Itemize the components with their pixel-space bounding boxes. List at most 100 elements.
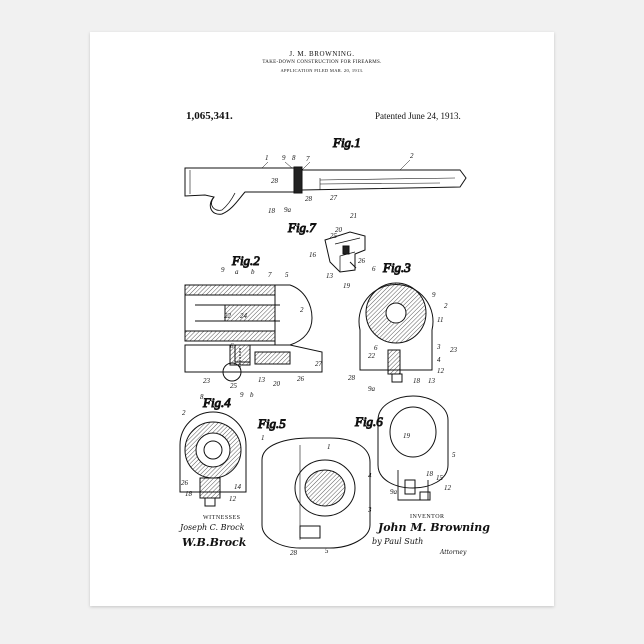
witnesses-label: WITNESSES — [203, 515, 241, 521]
svg-text:9: 9 — [221, 266, 225, 274]
fig3-end-view-drawing — [358, 282, 434, 383]
svg-text:22: 22 — [224, 312, 232, 320]
fig4-label: Fig.4 — [202, 395, 231, 410]
fig6-label: Fig.6 — [354, 414, 383, 429]
svg-text:25: 25 — [330, 232, 338, 240]
fig1-reference-numbers: 1 9 8 7 2 28 18 9a 28 27 — [265, 152, 414, 215]
svg-text:19: 19 — [343, 282, 351, 290]
fig5-block-drawing — [261, 437, 371, 549]
svg-text:13: 13 — [258, 376, 266, 384]
svg-text:12: 12 — [437, 367, 445, 375]
fig1-leader-lines — [261, 159, 411, 171]
svg-text:5: 5 — [285, 271, 289, 279]
svg-text:5: 5 — [325, 547, 329, 555]
svg-text:26: 26 — [358, 257, 366, 265]
svg-text:26: 26 — [297, 375, 305, 383]
svg-text:b: b — [250, 391, 254, 399]
fig6-reference-numbers: 19 18 9a 15 12 5 — [390, 432, 456, 496]
header-inventor-name: J. M. BROWNING. — [289, 50, 355, 58]
svg-text:28: 28 — [305, 195, 313, 203]
fig2-section-drawing — [184, 284, 323, 382]
fig7-label: Fig.7 — [287, 220, 316, 235]
patent-number: 1,065,341. — [186, 110, 233, 122]
fig6-ring-drawing — [377, 395, 449, 501]
svg-text:7: 7 — [306, 155, 310, 163]
svg-text:18: 18 — [185, 490, 193, 498]
svg-text:26: 26 — [181, 479, 189, 487]
svg-text:28: 28 — [290, 549, 298, 557]
svg-text:a: a — [235, 268, 239, 276]
svg-text:27: 27 — [330, 194, 338, 202]
svg-text:12: 12 — [229, 495, 237, 503]
witness-signature-1: Joseph C. Brock — [180, 523, 245, 532]
fig7-reference-numbers: 21 20 25 16 26 13 19 — [309, 212, 366, 290]
witness-signature-2: W.B.Brock — [182, 536, 247, 549]
svg-text:1: 1 — [265, 154, 269, 162]
svg-text:b: b — [251, 268, 255, 276]
svg-text:9a: 9a — [368, 385, 376, 393]
inventor-label: INVENTOR — [410, 514, 445, 520]
svg-text:8: 8 — [292, 154, 296, 162]
svg-text:6: 6 — [374, 344, 378, 352]
svg-text:19: 19 — [403, 432, 411, 440]
fig2-reference-numbers: 9 a b 7 5 2 22 24 6 27 23 25 13 20 26 9 b — [203, 266, 323, 399]
svg-text:15: 15 — [436, 474, 444, 482]
fig4-end-view-drawing — [179, 411, 247, 507]
svg-text:23: 23 — [203, 377, 211, 385]
svg-text:20: 20 — [273, 380, 281, 388]
svg-text:2: 2 — [300, 306, 304, 314]
svg-text:8: 8 — [200, 393, 204, 401]
svg-text:22: 22 — [368, 352, 376, 360]
svg-text:2: 2 — [182, 409, 186, 417]
patent-date: Patented June 24, 1913. — [375, 111, 461, 121]
svg-text:9a: 9a — [284, 206, 292, 214]
svg-text:1: 1 — [327, 443, 331, 451]
svg-text:6: 6 — [230, 342, 234, 350]
svg-text:5: 5 — [452, 451, 456, 459]
svg-text:3: 3 — [436, 343, 441, 351]
fig3-label: Fig.3 — [382, 260, 411, 275]
fig7-part-drawing — [324, 231, 366, 273]
svg-text:13: 13 — [326, 272, 334, 280]
fig1-rifle-drawing — [184, 166, 467, 215]
attorney-label: Attorney — [440, 549, 467, 556]
svg-text:4: 4 — [437, 356, 441, 364]
svg-text:14: 14 — [234, 483, 242, 491]
svg-text:18: 18 — [426, 470, 434, 478]
svg-text:9: 9 — [282, 154, 286, 162]
svg-text:20: 20 — [335, 226, 343, 234]
svg-text:11: 11 — [437, 316, 443, 324]
svg-text:6: 6 — [372, 265, 376, 273]
svg-text:9: 9 — [240, 391, 244, 399]
fig1-label: Fig.1 — [332, 135, 361, 150]
header-title: TAKE-DOWN CONSTRUCTION FOR FIREARMS. — [262, 60, 382, 65]
svg-text:28: 28 — [271, 177, 279, 185]
svg-text:2: 2 — [410, 152, 414, 160]
fig5-label: Fig.5 — [257, 416, 286, 431]
svg-text:25: 25 — [230, 382, 238, 390]
fig2-label: Fig.2 — [231, 253, 260, 268]
svg-text:16: 16 — [309, 251, 317, 259]
fig4-reference-numbers: 8 2 26 18 14 12 — [181, 393, 242, 503]
svg-text:24: 24 — [240, 312, 248, 320]
svg-text:1: 1 — [261, 434, 265, 442]
svg-text:18: 18 — [268, 207, 276, 215]
svg-text:23: 23 — [450, 346, 458, 354]
svg-text:12: 12 — [444, 484, 452, 492]
svg-text:3: 3 — [367, 506, 372, 514]
patent-poster — [90, 32, 554, 606]
svg-text:27: 27 — [315, 360, 323, 368]
svg-text:9a: 9a — [390, 488, 398, 496]
inventor-signature: John M. Browning — [378, 521, 490, 534]
svg-text:2: 2 — [444, 302, 448, 310]
svg-text:21: 21 — [350, 212, 357, 220]
header-filed: APPLICATION FILED MAR. 20, 1913. — [280, 68, 364, 73]
svg-text:7: 7 — [268, 271, 272, 279]
svg-text:18: 18 — [413, 377, 421, 385]
svg-text:9: 9 — [432, 291, 436, 299]
attorney-signature: by Paul Suth — [372, 537, 424, 546]
svg-text:13: 13 — [428, 377, 436, 385]
